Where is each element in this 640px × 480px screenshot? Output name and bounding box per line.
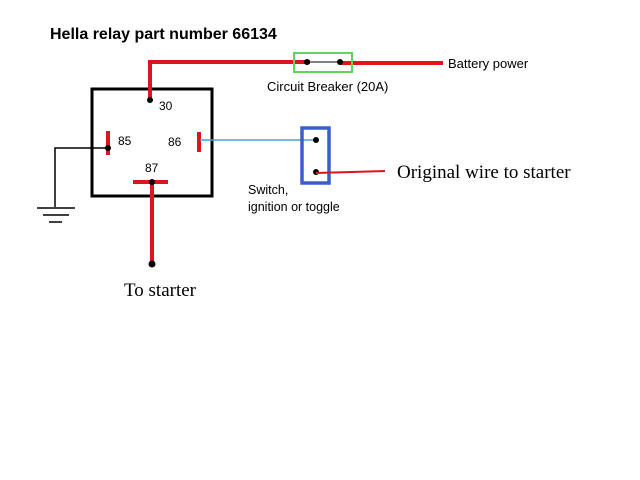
switch-label-line2: ignition or toggle [248, 200, 340, 214]
pin-87-terminal [149, 179, 155, 185]
battery-power-label: Battery power [448, 56, 529, 71]
pin-86-label: 86 [168, 135, 182, 149]
pin-87-label: 87 [145, 161, 159, 175]
battery-feed-wire [148, 60, 443, 100]
to-starter-label: To starter [124, 280, 197, 301]
circuit-breaker-label: Circuit Breaker (20A) [267, 79, 388, 94]
pin-30-terminal [147, 97, 153, 103]
switch-terminal-top [313, 137, 319, 143]
original-starter-wire [315, 170, 386, 174]
ground-wire [54, 147, 108, 207]
ground-symbol-icon [37, 207, 75, 223]
circuit-breaker-outline [293, 52, 353, 73]
pin-85-label: 85 [118, 134, 132, 148]
original-wire-label: Original wire to starter [397, 162, 571, 183]
breaker-terminal-right [337, 59, 343, 65]
starter-terminal [148, 260, 156, 268]
switch-outline [300, 126, 331, 185]
breaker-terminal-left [304, 59, 310, 65]
pin-30-label: 30 [159, 99, 173, 113]
switch-label-line1: Switch, [248, 183, 288, 197]
diagram-title: Hella relay part number 66134 [50, 26, 277, 43]
